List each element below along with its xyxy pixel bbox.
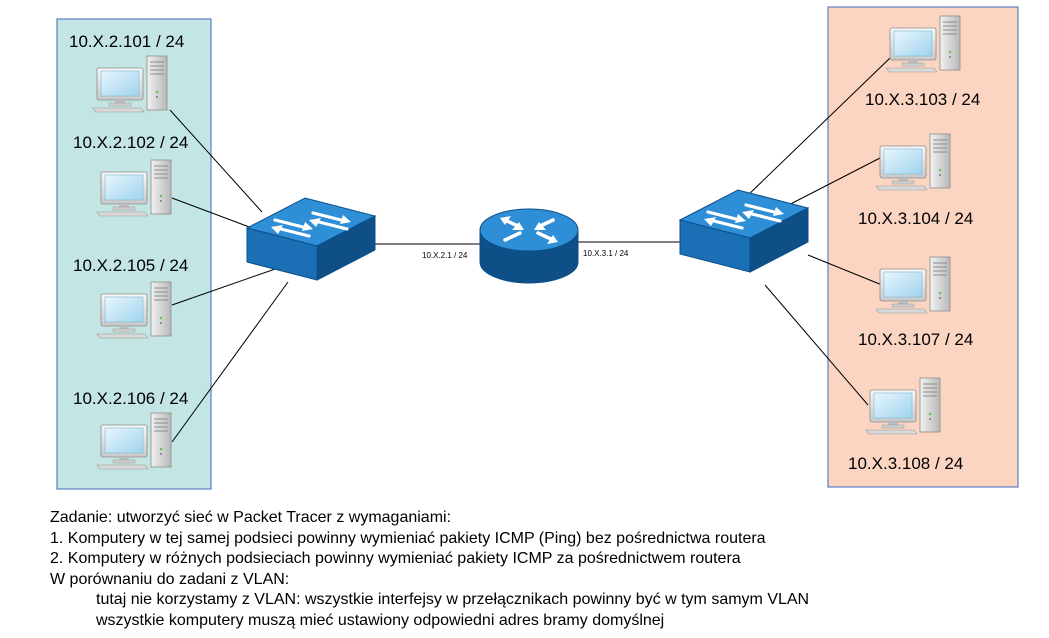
router[interactable] [479,208,579,284]
task-comparison-heading: W porównaniu do zadani z VLAN: [50,570,290,588]
cables [169,57,891,443]
task-description: Zadanie: utworzyć sieć w Packet Tracer z… [50,508,809,631]
host-label-10-x-3-104: 10.X.3.104 / 24 [858,209,973,228]
host-label-10-x-2-102: 10.X.2.102 / 24 [73,133,188,152]
right-switch[interactable] [678,188,810,274]
host-label-10-x-2-101: 10.X.2.101 / 24 [69,32,184,51]
task-requirement-2: 2. Komputery w różnych podsieciach powin… [50,550,741,567]
host-label-10-x-2-105: 10.X.2.105 / 24 [73,256,188,275]
host-label-10-x-3-107: 10.X.3.107 / 24 [858,330,973,349]
task-note-vlan: tutaj nie korzystamy z VLAN: wszystkie i… [96,591,810,608]
task-heading: Zadanie: utworzyć sieć w Packet Tracer z… [50,509,452,526]
left-switch[interactable] [245,196,377,282]
router-left-interface-label: 10.X.2.1 / 24 [422,251,468,260]
task-requirement-1: 1. Komputery w tej samej podsieci powinn… [50,529,766,547]
host-label-10-x-2-106: 10.X.2.106 / 24 [73,389,188,408]
diagram-canvas: 10.X.2.101 / 24 10.X.2.102 / 24 10.X.2.1… [56,6,1019,490]
host-label-10-x-3-103: 10.X.3.103 / 24 [865,90,980,109]
router-right-interface-label: 10.X.3.1 / 24 [583,249,629,258]
host-label-10-x-3-108: 10.X.3.108 / 24 [848,454,963,473]
task-note-gateway: wszystkie komputery muszą mieć ustawiony… [96,611,665,629]
